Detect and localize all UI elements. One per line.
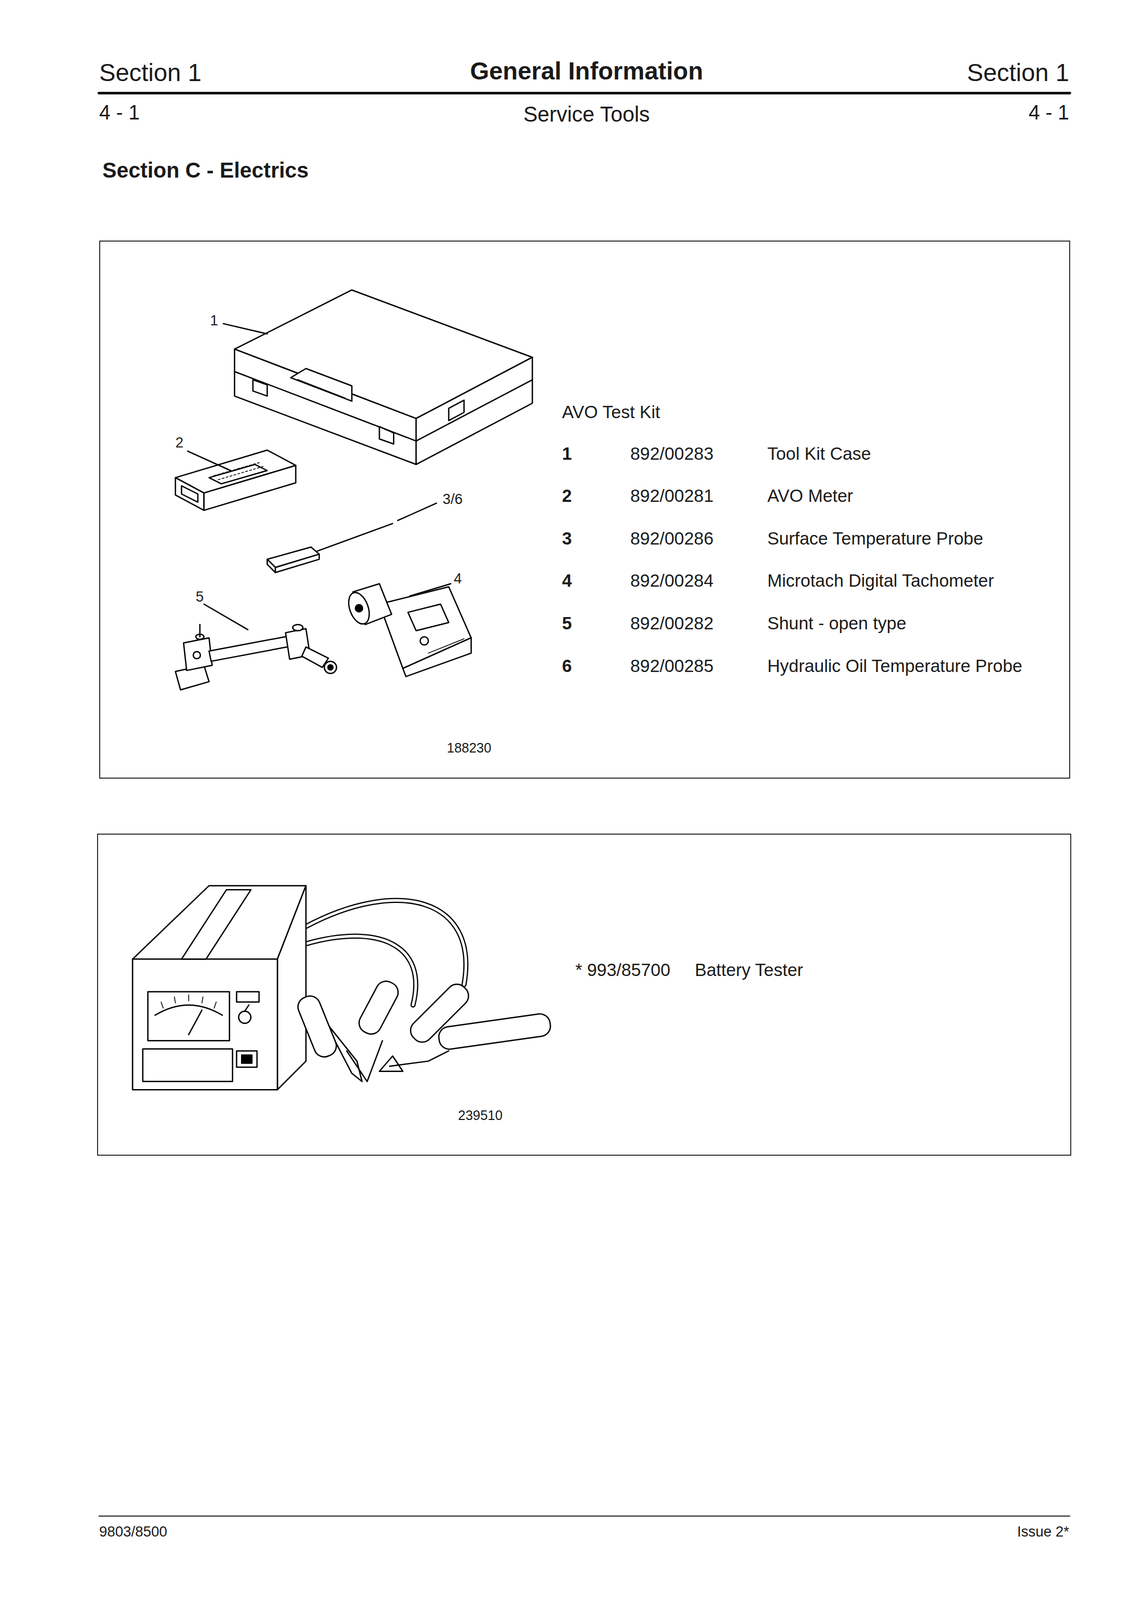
part-description: Microtach Digital Tachometer xyxy=(767,570,994,592)
callout-number: 1 xyxy=(210,311,219,330)
callout-number: 5 xyxy=(195,588,204,606)
subtitle: Service Tools xyxy=(523,101,650,127)
leader-line xyxy=(223,323,268,334)
footer-rule xyxy=(99,1515,1071,1517)
part-number: 892/00284 xyxy=(630,570,714,592)
header-rule xyxy=(99,91,1071,95)
avo-meter xyxy=(175,450,296,511)
tool-panel: * 993/85700 Battery Tester 239510 xyxy=(97,833,1072,1156)
digital-tachometer xyxy=(345,583,472,677)
part-description: AVO Meter xyxy=(767,485,854,507)
part-description: Tool Kit Case xyxy=(767,443,871,465)
part-description: Battery Tester xyxy=(694,959,804,981)
part-description: Hydraulic Oil Temperature Probe xyxy=(767,655,1023,677)
item-number: 2 xyxy=(562,485,572,507)
leader-line xyxy=(204,604,248,630)
item-number: 4 xyxy=(562,570,572,592)
part-number: 892/00283 xyxy=(630,443,714,465)
callout-number: 3/6 xyxy=(442,490,463,508)
part-description: Shunt - open type xyxy=(767,612,907,635)
leader-line xyxy=(397,502,437,521)
tool-kit-case xyxy=(234,290,533,465)
callout-number: 2 xyxy=(175,434,184,452)
part-number: 892/00285 xyxy=(630,655,714,677)
page-number: 4 - 1 xyxy=(1028,100,1070,126)
part-number: 892/00286 xyxy=(630,527,714,550)
tool-panel: AVO Test Kit 1 892/00283 Tool Kit Case 2 892/… xyxy=(99,240,1071,779)
item-number: 1 xyxy=(562,443,572,465)
leader-line xyxy=(410,583,452,597)
part-number: * 993/85700 xyxy=(575,959,671,981)
part-number: 892/00282 xyxy=(630,612,714,635)
item-number: 5 xyxy=(562,612,572,635)
shunt xyxy=(175,624,337,690)
leader-line xyxy=(187,451,231,471)
figure-number: 188230 xyxy=(446,739,492,756)
item-number: 3 xyxy=(562,527,572,550)
document-number: 9803/8500 xyxy=(99,1522,168,1540)
kit-heading: AVO Test Kit xyxy=(562,401,661,423)
callout-number: 4 xyxy=(453,570,462,588)
section-label: Section 1 xyxy=(99,58,202,88)
section-label: Section 1 xyxy=(966,58,1070,88)
part-description: Surface Temperature Probe xyxy=(767,527,984,550)
page-title: General Information xyxy=(469,56,703,86)
temperature-probe xyxy=(267,523,393,573)
figure-number: 239510 xyxy=(458,1107,503,1124)
issue-label: Issue 2* xyxy=(1016,1522,1070,1540)
section-heading: Section C - Electrics xyxy=(102,157,309,183)
part-number: 892/00281 xyxy=(630,485,714,507)
battery-tester xyxy=(132,885,552,1090)
page-number: 4 - 1 xyxy=(99,100,140,126)
item-number: 6 xyxy=(562,655,572,677)
